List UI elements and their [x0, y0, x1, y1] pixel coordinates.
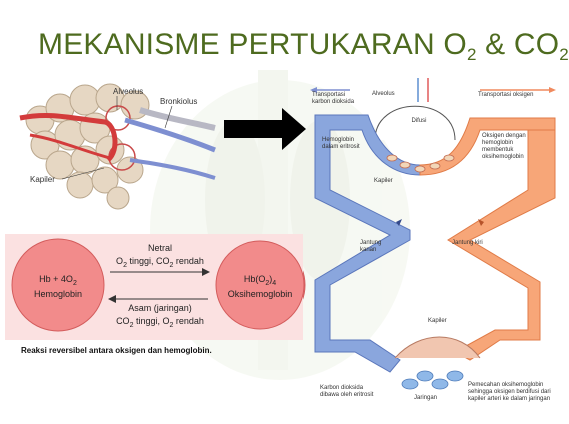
label-kapiler-lung: Kapiler	[30, 175, 55, 184]
label-transport-o2: Transportasi oksigen	[478, 92, 534, 98]
title-mid: & CO	[476, 28, 560, 61]
label-difusi: Difusi	[411, 118, 427, 124]
label-kapiler-bottom: Kapiler	[428, 318, 447, 324]
label-transport-co2: Transportasi karbon dioksida	[312, 92, 355, 105]
condition-asam: Asam (jaringan)	[128, 303, 192, 313]
label-pemecahan: Pemecahan oksihemoglobin sehingga oksige…	[468, 382, 551, 402]
reaction-caption: Reaksi reversibel antara oksigen dan hem…	[21, 346, 212, 355]
circulation-schematic	[310, 78, 556, 390]
label-oksihemoglobin: Oksigen dengan hemoglobin membentuk oksi…	[482, 133, 526, 160]
condition-netral: Netral	[147, 243, 172, 253]
label-alveolus-lung: Alveolus	[113, 87, 144, 96]
label-karbon-dioksida: Karbon dioksida dibawa oleh eritrosit	[320, 385, 374, 398]
label-alveolus-circ: Alveolus	[372, 91, 395, 97]
label-jaringan: Jaringan	[414, 395, 438, 401]
page-title: MEKANISME PERTUKARAN O2 & CO2	[38, 28, 569, 65]
label-hemoglobin-eritrosit: Hemoglobin dalam eritrosit	[322, 137, 360, 150]
title-sub-co2: 2	[559, 45, 569, 64]
pointer-arrow	[224, 108, 306, 150]
label-bronkiolus: Bronkiolus	[160, 97, 198, 106]
alveoli-cluster	[19, 83, 216, 210]
title-sub-o2: 2	[466, 45, 477, 64]
label-jantung-kiri: Jantung kiri	[452, 240, 483, 246]
oksihemoglobin-circle: Hb(O2)4 Oksihemoglobin	[227, 274, 293, 299]
condition-top: O2 tinggi, CO2 rendah	[116, 256, 204, 269]
hemoglobin-circle: Hb + 4O2 Hemoglobin	[33, 274, 83, 299]
title-main: MEKANISME PERTUKARAN O	[38, 28, 467, 61]
label-kapiler-top: Kapiler	[374, 178, 393, 184]
label-jantung-kanan: Jantung kanan	[360, 240, 382, 253]
condition-bottom: CO2 tinggi, O2 rendah	[116, 316, 204, 329]
